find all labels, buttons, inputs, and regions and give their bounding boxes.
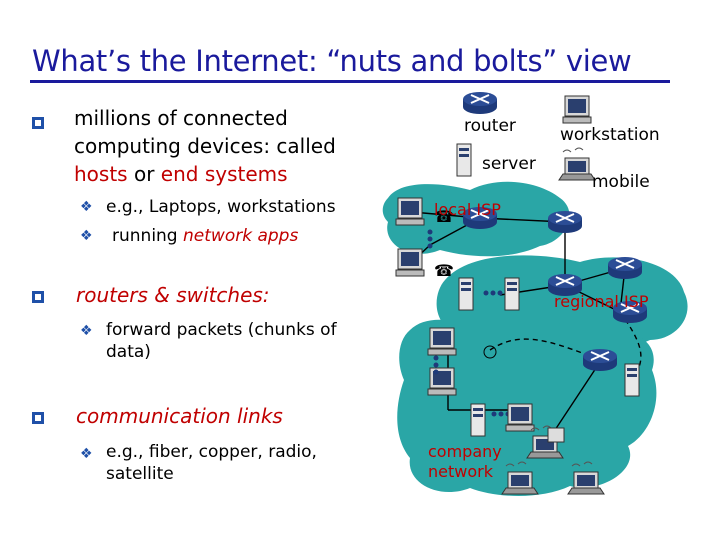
network-apps-term: network apps (183, 226, 299, 246)
company-line-2: network (428, 462, 493, 481)
local-isp-label: local ISP (434, 200, 501, 219)
server-icon (624, 363, 640, 397)
hosts-or: or (127, 162, 161, 186)
diamond-bullet-icon: ❖ (80, 446, 93, 462)
title-underline (30, 80, 670, 83)
sub-laptops: e.g., Laptops, workstations (106, 197, 336, 217)
links-line-1: e.g., fiber, copper, radio, (106, 442, 317, 462)
end-systems-term: end systems (160, 162, 288, 186)
router-legend-icon (462, 91, 498, 115)
base-station-icon (547, 427, 565, 443)
hosts-line-1: millions of connected (74, 106, 288, 130)
bullet-hosts: millions of connected computing devices:… (74, 104, 336, 188)
workstation-icon (395, 248, 425, 277)
workstation-icon (427, 327, 457, 356)
bullet-routers: routers & switches: (76, 283, 270, 307)
bullet-links: communication links (76, 404, 283, 428)
forward-line-2: data) (106, 342, 151, 362)
workstation-icon (395, 197, 425, 226)
server-icon (458, 277, 474, 311)
phone-icon: ☎ (434, 261, 454, 280)
bullet-square-icon (32, 117, 44, 129)
router-icon (607, 256, 643, 280)
server-icon (470, 403, 486, 437)
workstation-icon (427, 367, 457, 396)
server-label: server (482, 154, 536, 174)
sub-apps-prefix: running (112, 226, 184, 246)
hosts-line-2: computing devices: called (74, 134, 336, 158)
diamond-bullet-icon: ❖ (80, 199, 93, 215)
phone-icon: ☎ (434, 207, 454, 226)
bullet-square-icon (32, 412, 44, 424)
workstation-legend-icon (562, 95, 592, 124)
workstation-icon (505, 403, 535, 432)
sub-links: e.g., fiber, copper, radio, satellite (106, 441, 317, 485)
company-line-1: company (428, 442, 502, 461)
server-legend-icon (456, 143, 472, 177)
diamond-bullet-icon: ❖ (80, 228, 93, 244)
bullet-square-icon (32, 291, 44, 303)
sub-forward: forward packets (chunks of data) (106, 319, 337, 363)
links-line-2: satellite (106, 464, 174, 484)
company-network-label: company network (428, 442, 502, 482)
forward-line-1: forward packets (chunks of (106, 320, 337, 340)
dashed-link (489, 338, 601, 361)
sub-apps: running network apps (112, 225, 298, 247)
hosts-term: hosts (74, 162, 128, 186)
router-icon (547, 210, 583, 234)
router-icon (582, 348, 618, 372)
hosts-line-3: hosts or end systems (74, 160, 336, 188)
workstation-label: workstation (560, 125, 660, 145)
mobile-label: mobile (592, 172, 650, 192)
diamond-bullet-icon: ❖ (80, 323, 93, 339)
router-label: router (464, 116, 516, 136)
server-icon (504, 277, 520, 311)
slide-title: What’s the Internet: “nuts and bolts” vi… (32, 44, 632, 78)
regional-isp-label: regional ISP (554, 292, 649, 311)
satellite-dish-icon (483, 345, 497, 359)
mobile-legend-icon (558, 147, 596, 181)
